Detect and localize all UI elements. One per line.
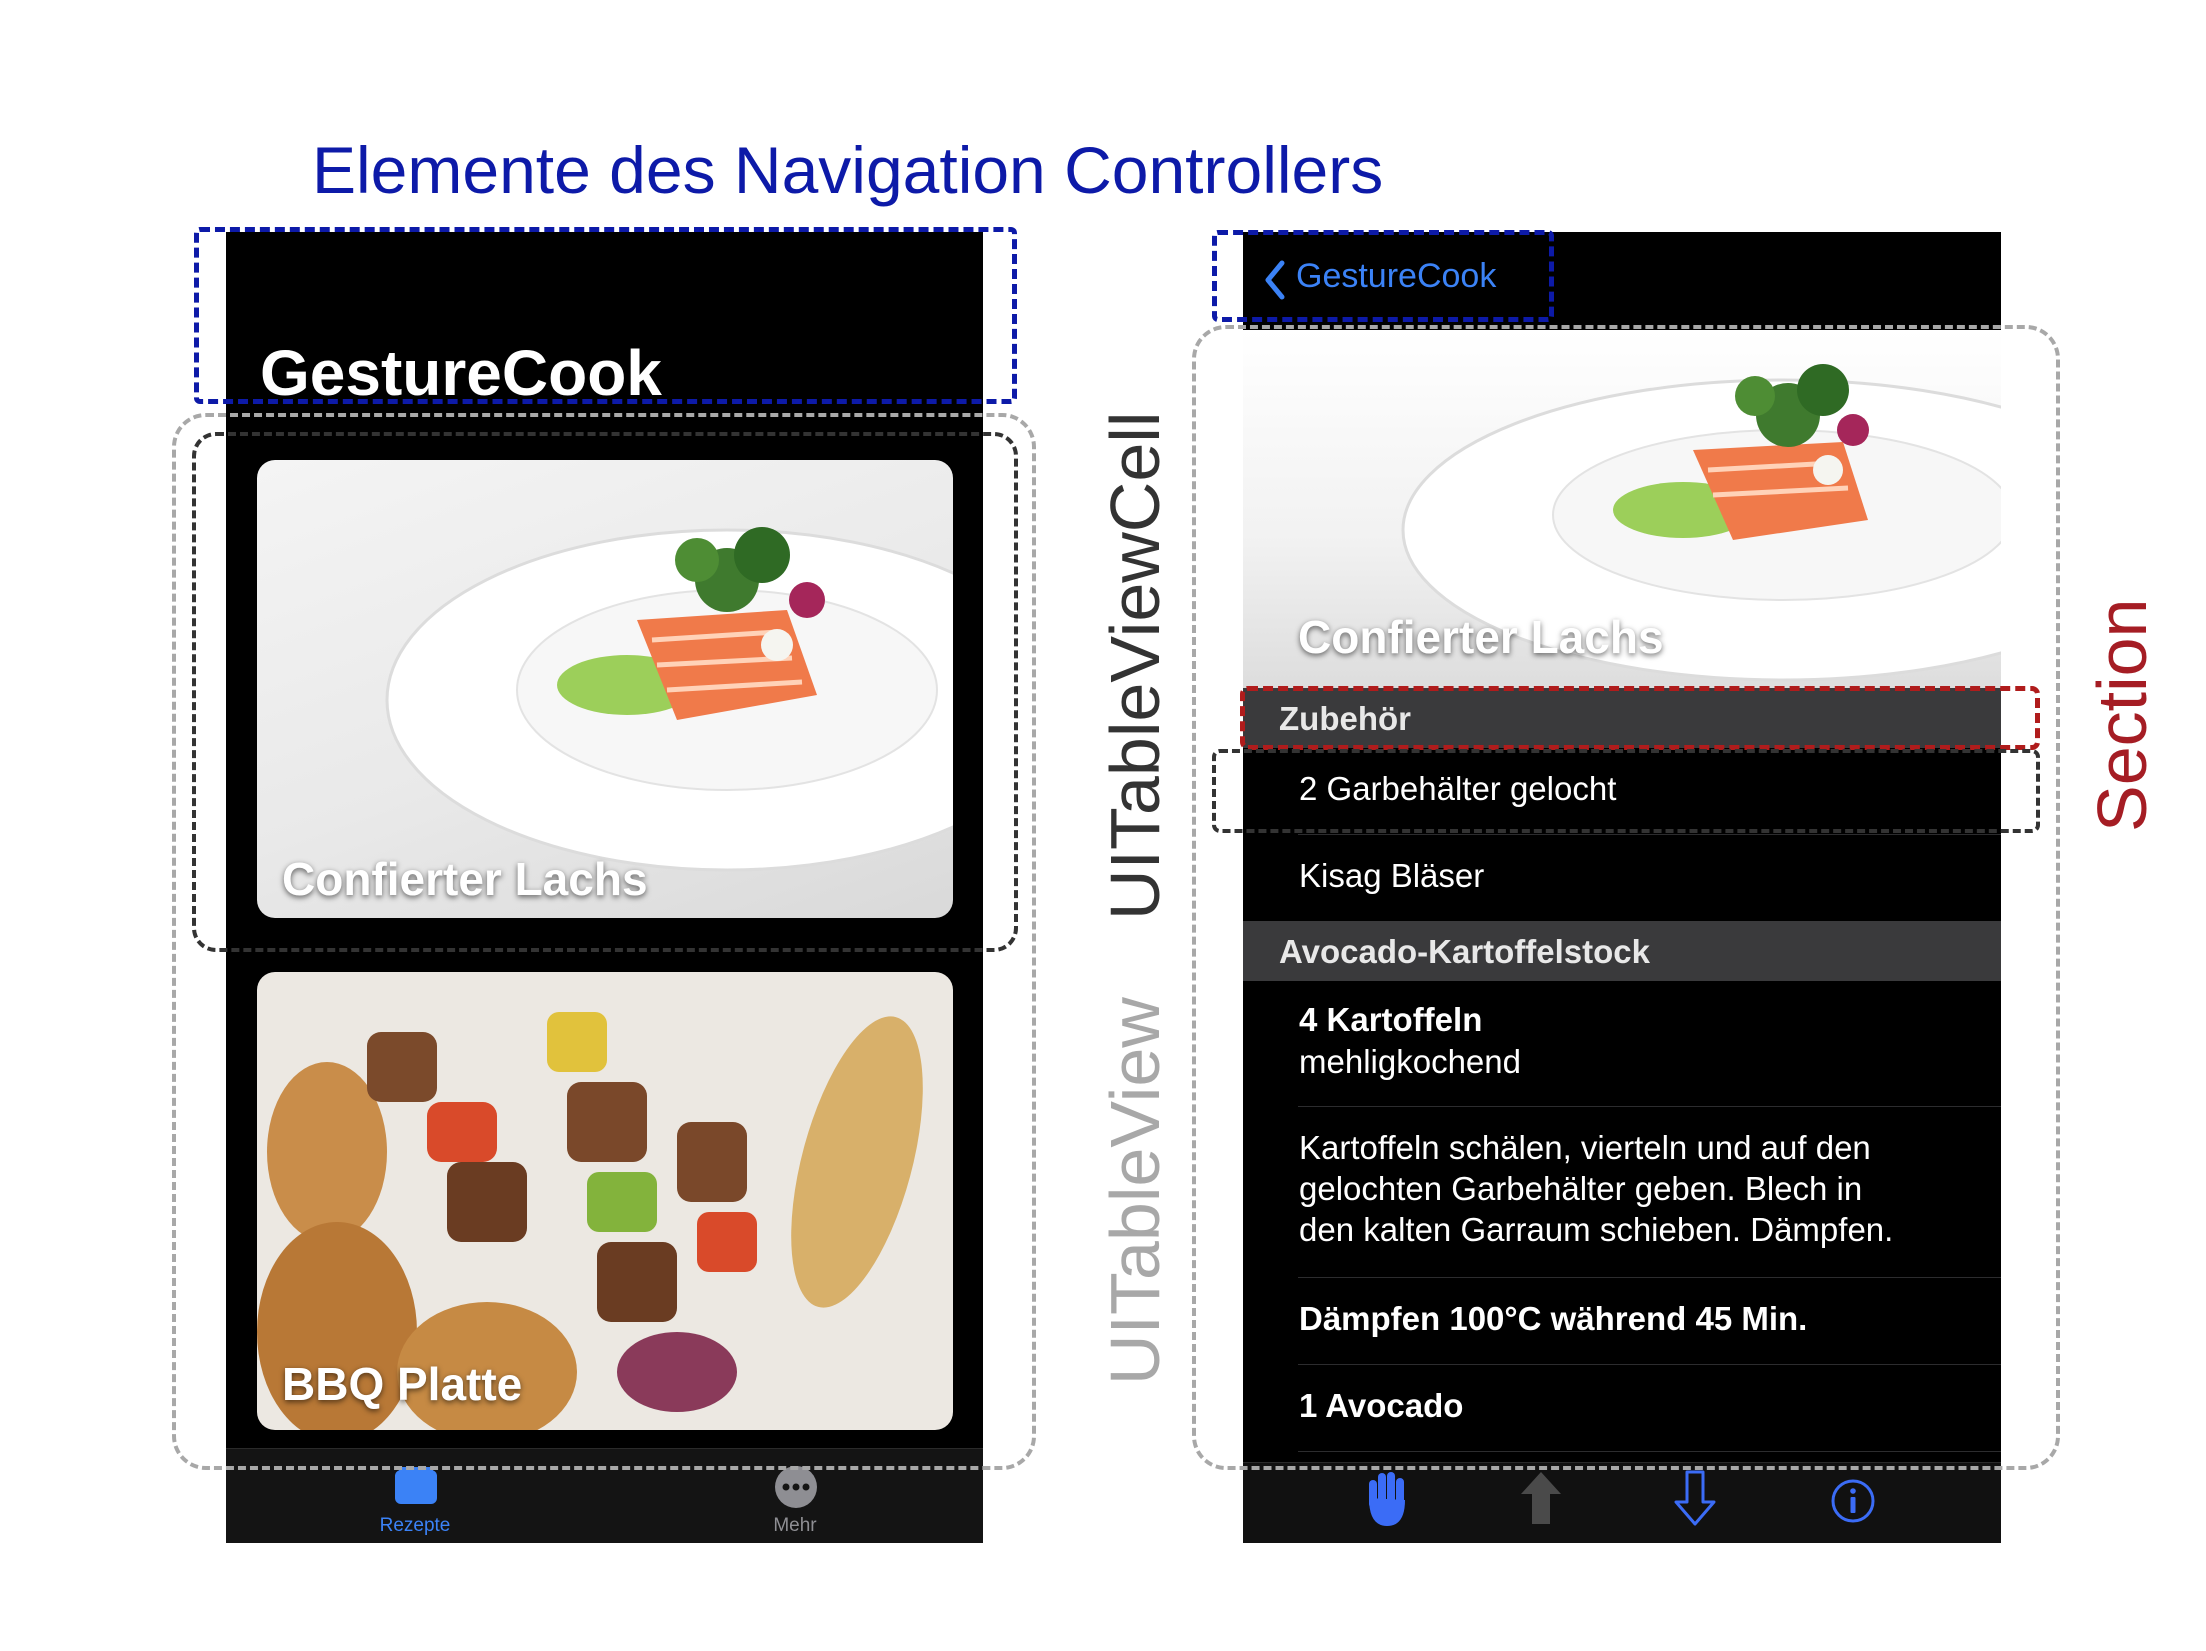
row-title: 4 Kartoffeln [1299, 1001, 1483, 1038]
step-line: gelochten Garbehälter geben. Blech in [1299, 1170, 1863, 1207]
row-separator [1298, 1277, 2001, 1278]
step-line: Kartoffeln schälen, vierteln und auf den [1299, 1129, 1871, 1166]
section-annotation-box [1240, 686, 2040, 750]
arrow-down-icon[interactable] [1673, 1470, 1717, 1526]
salmon-plate-illustration [385, 527, 953, 872]
hand-icon[interactable] [1365, 1470, 1411, 1528]
nav-bar-annotation-box [1212, 230, 1554, 322]
card-label-bbq: BBQ Platte [282, 1358, 523, 1410]
table-cell-annotation-box [1212, 749, 2040, 833]
label-uitableview: UITableView [1096, 997, 1174, 1385]
nav-bar-annotation-box [194, 227, 1017, 404]
table-row[interactable]: Kartoffeln schälen, vierteln und auf den… [1243, 1107, 2001, 1277]
section-header-label: Zubehör [1279, 700, 1411, 737]
chevron-left-icon [1265, 260, 1285, 300]
row-title: 1 Avocado [1299, 1387, 1464, 1424]
section-header-label: Avocado-Kartoffelstock [1279, 933, 1651, 970]
row-label: 2 Garbehälter gelocht [1299, 770, 1617, 807]
folder-icon [395, 1467, 437, 1504]
label-section: Section [2083, 598, 2161, 832]
right-toolbar [1243, 1462, 2001, 1543]
arrow-up-icon[interactable] [1519, 1470, 1563, 1526]
hero-title: Confierter Lachs [1298, 611, 1664, 663]
table-cell-annotation-box [192, 432, 1018, 952]
back-button-label: GestureCook [1296, 257, 1497, 295]
salmon-plate-illustration [1401, 364, 2001, 682]
tab-mehr[interactable]: Mehr [750, 1465, 840, 1536]
recipe-hero-image [1243, 330, 2001, 688]
section-header-zubehoer: Zubehör [1243, 688, 2001, 748]
row-separator [1298, 834, 2001, 835]
table-view-annotation-box [172, 413, 1036, 1470]
large-title: GestureCook [260, 337, 662, 409]
recipe-card-salmon[interactable] [257, 460, 953, 918]
table-row[interactable]: 2 Garbehälter gelocht [1243, 748, 2001, 834]
tab-label-rezepte: Rezepte [379, 1515, 451, 1536]
table-row[interactable]: Kisag Bläser [1243, 835, 2001, 921]
recipe-card-bbq[interactable] [257, 972, 953, 1430]
label-uitableviewcell: UITableViewCell [1096, 411, 1174, 920]
more-icon [775, 1466, 817, 1508]
back-button[interactable]: GestureCook [1262, 255, 1552, 305]
left-tab-bar [226, 1448, 983, 1543]
row-separator [1298, 1364, 2001, 1365]
info-icon[interactable] [1830, 1478, 1876, 1524]
section-header-avocado-kartoffelstock: Avocado-Kartoffelstock [1243, 921, 2001, 981]
row-label: Kisag Bläser [1299, 857, 1485, 894]
tab-label-mehr: Mehr [773, 1515, 817, 1536]
bbq-platter-illustration [257, 1012, 923, 1430]
row-separator [1298, 1451, 2001, 1452]
tab-rezepte[interactable]: Rezepte [370, 1465, 460, 1536]
table-row[interactable]: 4 Kartoffeln mehligkochend [1243, 981, 2001, 1106]
row-title: Dämpfen 100°C während 45 Min. [1299, 1300, 1808, 1337]
table-row[interactable]: Dämpfen 100°C während 45 Min. [1243, 1278, 2001, 1364]
row-subtitle: mehligkochend [1299, 1043, 1521, 1080]
step-line: den kalten Garraum schieben. Dämpfen. [1299, 1211, 1894, 1248]
table-row[interactable]: 1 Avocado [1243, 1365, 2001, 1451]
card-label-salmon: Confierter Lachs [282, 853, 648, 905]
table-view-annotation-box [1192, 325, 2060, 1470]
row-separator [1298, 1106, 2001, 1107]
diagram-title: Elemente des Navigation Controllers [312, 133, 1384, 207]
